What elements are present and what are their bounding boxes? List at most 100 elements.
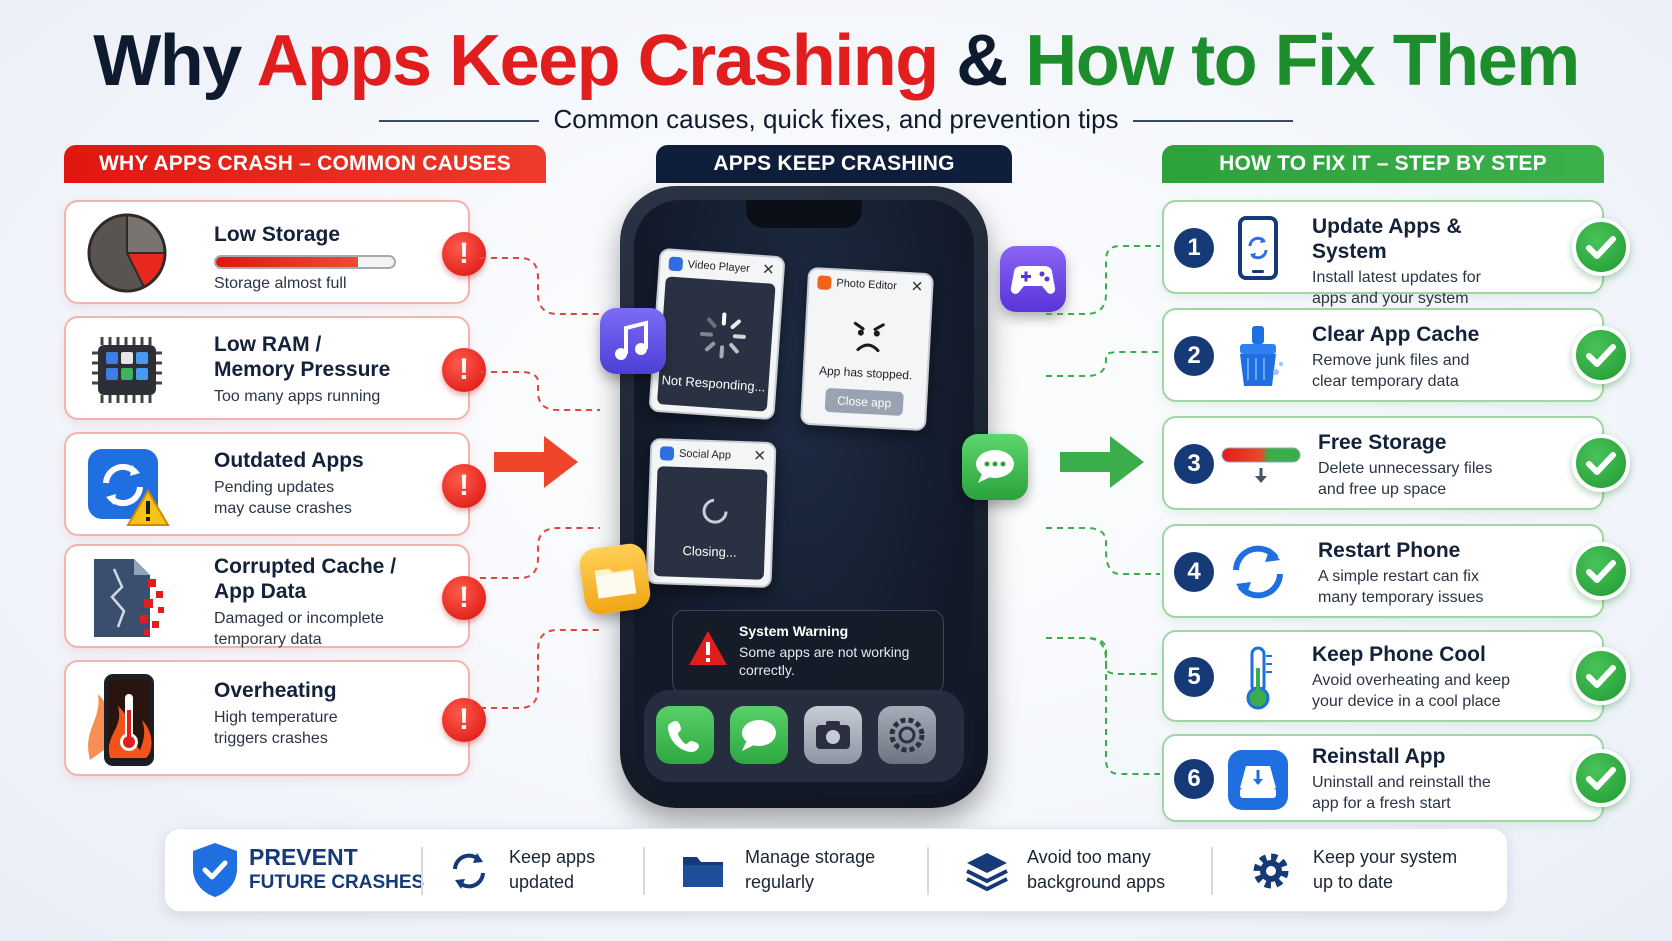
fix-text: Clear App Cache Remove junk files and cl… [1312, 322, 1532, 392]
divider [421, 847, 423, 895]
popup-title: Photo Editor [836, 277, 898, 293]
cause-text: Overheating High temperature triggers cr… [214, 678, 408, 749]
prevent-tip-storage: Manage storage regularly [745, 845, 875, 895]
folder-icon [683, 857, 723, 887]
fix-desc-line1: Delete unnecessary files [1318, 460, 1493, 477]
tip-line2: background apps [1027, 872, 1166, 892]
phone-update-icon [1238, 216, 1278, 280]
popup-photo-editor: Photo Editor ✕ App has stopped. Close ap… [799, 266, 935, 432]
tip-line1: Manage storage [745, 847, 876, 867]
fix-card-clear-cache: 2 Clear App Cache Remove junk files and … [1162, 308, 1630, 402]
alert-icon: ! [442, 698, 486, 742]
prevent-tip-update: Keep apps updated [509, 845, 595, 895]
popup-header: Photo Editor [817, 275, 897, 293]
fix-desc-line2: and free up space [1318, 481, 1447, 498]
step-number: 6 [1174, 759, 1214, 799]
fix-desc-line1: Uninstall and reinstall the [1312, 774, 1491, 791]
fix-name: Clear App Cache [1312, 323, 1480, 346]
layers-icon [966, 853, 1008, 892]
warning-text: Some apps are not working correctly. [739, 644, 910, 678]
camera-app-icon[interactable] [804, 706, 862, 764]
popup-video-player: Video Player ✕ Not Responding... [648, 247, 786, 421]
causes-heading: WHY APPS CRASH – COMMON CAUSES [64, 145, 546, 183]
check-icon [1572, 542, 1630, 600]
cause-desc-line1: Damaged or incomplete [214, 610, 384, 627]
fix-card-free-storage: 3 Free Storage Delete unnecessary files … [1162, 416, 1630, 510]
page-title: Why Apps Keep Crashing & How to Fix Them [0, 20, 1672, 102]
step-number: 5 [1174, 657, 1214, 697]
tip-line1: Keep your system [1313, 847, 1458, 867]
red-arrow-icon [494, 436, 578, 488]
alert-icon: ! [442, 348, 486, 392]
fix-text: Keep Phone Cool Avoid overheating and ke… [1312, 642, 1532, 712]
page-subtitle: Common causes, quick fixes, and preventi… [0, 104, 1672, 135]
popup-close-icon[interactable]: ✕ [753, 447, 767, 465]
phone-heading: APPS KEEP CRASHING [656, 145, 1012, 183]
cause-card-low-storage: Low Storage Storage almost full ! [64, 200, 486, 304]
update-warning-icon [88, 449, 170, 526]
alert-icon: ! [442, 232, 486, 276]
corrupted-file-icon [94, 559, 164, 637]
messages-app-icon[interactable] [730, 706, 788, 764]
cause-card-low-ram: Low RAM / Memory Pressure Too many apps … [64, 316, 486, 420]
cause-name-line2: App Data [214, 580, 307, 603]
prevent-title-line2: FUTURE CRASHES [249, 872, 425, 893]
fix-desc-line1: Install latest updates for [1312, 269, 1481, 286]
social-app-icon [659, 446, 675, 461]
sad-face-icon [853, 321, 885, 353]
fix-card-restart: 4 Restart Phone A simple restart can fix… [1162, 524, 1630, 618]
step-number: 2 [1174, 336, 1214, 376]
step-number: 1 [1174, 228, 1214, 268]
check-icon [1572, 326, 1630, 384]
cause-name-line1: Corrupted Cache / [214, 555, 397, 578]
subtitle-text: Common causes, quick fixes, and preventi… [553, 104, 1119, 134]
fix-name: Reinstall App [1312, 745, 1446, 768]
popup-close-icon[interactable]: ✕ [761, 261, 776, 279]
phone-app-icon[interactable] [656, 706, 714, 764]
chat-app-icon [962, 434, 1028, 500]
popup-title: Video Player [687, 258, 751, 276]
memory-chip-icon [92, 337, 162, 403]
tip-line1: Avoid too many [1027, 847, 1151, 867]
cause-desc-line1: Pending updates [214, 479, 335, 496]
step-number: 4 [1174, 552, 1214, 592]
tip-line2: updated [509, 872, 575, 892]
cause-text: Corrupted Cache / App Data Damaged or in… [214, 554, 408, 650]
fix-text: Free Storage Delete unnecessary files an… [1318, 430, 1532, 500]
loading-circle-icon [702, 498, 728, 524]
fix-desc-line1: A simple restart can fix [1318, 568, 1479, 585]
check-icon [1572, 647, 1630, 705]
warning-triangle-icon [689, 631, 727, 665]
thermometer-icon [1246, 646, 1272, 710]
music-app-icon [600, 308, 666, 374]
reinstall-app-icon [1228, 750, 1288, 810]
cause-name: Outdated Apps [214, 449, 364, 472]
cause-desc-line2: may cause crashes [214, 500, 352, 517]
divider [927, 847, 929, 895]
prevent-title: PREVENT FUTURE CRASHES [249, 844, 424, 896]
settings-app-icon[interactable] [878, 706, 936, 764]
popup-close-icon[interactable]: ✕ [910, 278, 924, 296]
cause-desc: Storage almost full [214, 275, 347, 292]
fix-name: Update Apps & System [1312, 215, 1462, 263]
prevent-tip-system: Keep your system up to date [1313, 845, 1457, 895]
system-warning-banner: System Warning Some apps are not working… [672, 610, 944, 694]
prevent-bar: PREVENT FUTURE CRASHES Keep apps updated… [164, 828, 1508, 912]
cause-name: Low Storage [214, 223, 341, 246]
fix-desc-line2: apps and your system [1312, 290, 1469, 307]
popup-status: Closing... [682, 543, 737, 560]
phone-screen: Video Player ✕ Not Responding... Photo E… [634, 200, 974, 794]
cause-card-outdated-apps: Outdated Apps Pending updates may cause … [64, 432, 486, 536]
fixes-heading: HOW TO FIX IT – STEP BY STEP [1162, 145, 1604, 183]
alert-icon: ! [442, 464, 486, 508]
popup-status: App has stopped. [818, 363, 913, 383]
photo-app-icon [817, 275, 832, 291]
close-app-button[interactable]: Close app [824, 387, 904, 416]
loading-spinner-icon [699, 312, 746, 359]
cause-text: Low Storage Storage almost full [214, 222, 408, 294]
tip-line1: Keep apps [509, 847, 596, 867]
cause-text: Low RAM / Memory Pressure Too many apps … [214, 332, 408, 407]
tip-line2: up to date [1313, 872, 1394, 892]
alert-icon: ! [442, 576, 486, 620]
cause-text: Outdated Apps Pending updates may cause … [214, 448, 408, 519]
